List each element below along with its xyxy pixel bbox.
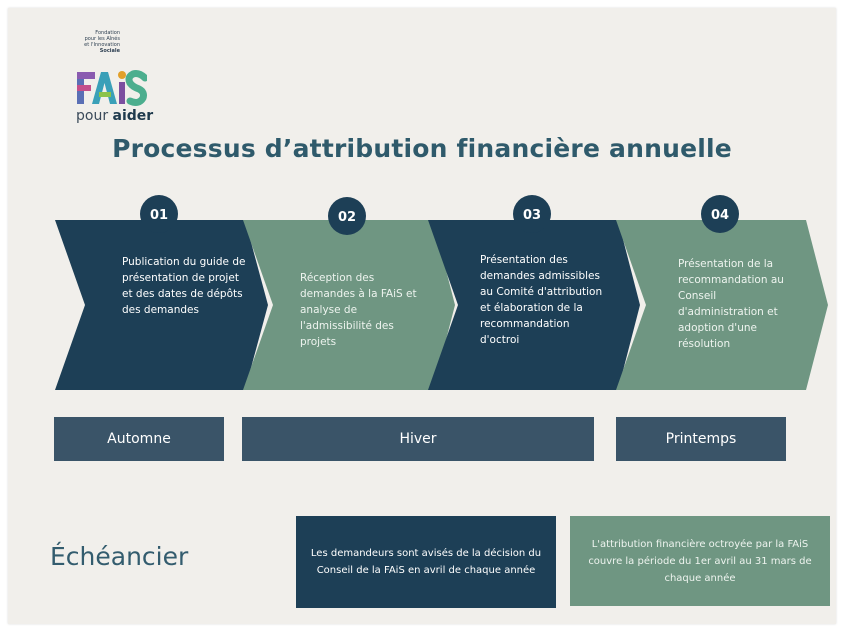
period-note: L'attribution financière octroyée par la… xyxy=(570,516,830,606)
logo-tagline: pour aider xyxy=(76,108,153,124)
page-title: Processus d’attribution financière annue… xyxy=(112,134,732,163)
season-spring: Printemps xyxy=(616,417,786,461)
timeline-heading: Échéancier xyxy=(50,542,189,571)
step-4-badge xyxy=(701,195,739,233)
logo-line-sociale: Sociale xyxy=(99,48,120,54)
step-1-number: 01 xyxy=(150,208,168,223)
tagline-prefix: pour xyxy=(76,108,113,124)
decision-note-text: Les demandeurs sont avisés de la décisio… xyxy=(310,548,542,576)
period-note-text: L'attribution financière octroyée par la… xyxy=(588,538,812,584)
step-3-number: 03 xyxy=(523,208,541,223)
step-2-number: 02 xyxy=(338,210,356,225)
step-2-text: Réception des demandes à la FAiS et anal… xyxy=(300,272,417,348)
tagline-bold: aider xyxy=(112,108,154,124)
step-3-text: Présentation des demandes admissibles au… xyxy=(480,254,603,346)
step-1-chevron xyxy=(55,220,268,390)
step-3-chevron xyxy=(428,220,640,390)
fais-logo: Fondation pour les Aînés et l'Innovation… xyxy=(40,26,170,136)
logo-line-aines: pour les Aînés xyxy=(84,36,120,42)
logo-line-fondation: Fondation xyxy=(95,30,120,36)
logo-line-innovation: et l'Innovation xyxy=(84,42,120,48)
step-3-badge xyxy=(513,195,551,233)
decision-note: Les demandeurs sont avisés de la décisio… xyxy=(296,516,556,608)
step-4-chevron xyxy=(616,220,828,390)
step-1-badge xyxy=(140,195,178,233)
fais-logo-mark xyxy=(77,70,147,106)
step-4-number: 04 xyxy=(711,208,729,223)
step-2-badge xyxy=(328,197,366,235)
step-1-text: Publication du guide de présentation de … xyxy=(122,256,246,316)
step-2-chevron xyxy=(243,220,455,390)
season-autumn: Automne xyxy=(54,417,224,461)
step-4-text: Présentation de la recommandation au Con… xyxy=(678,258,784,350)
season-winter: Hiver xyxy=(242,417,594,461)
